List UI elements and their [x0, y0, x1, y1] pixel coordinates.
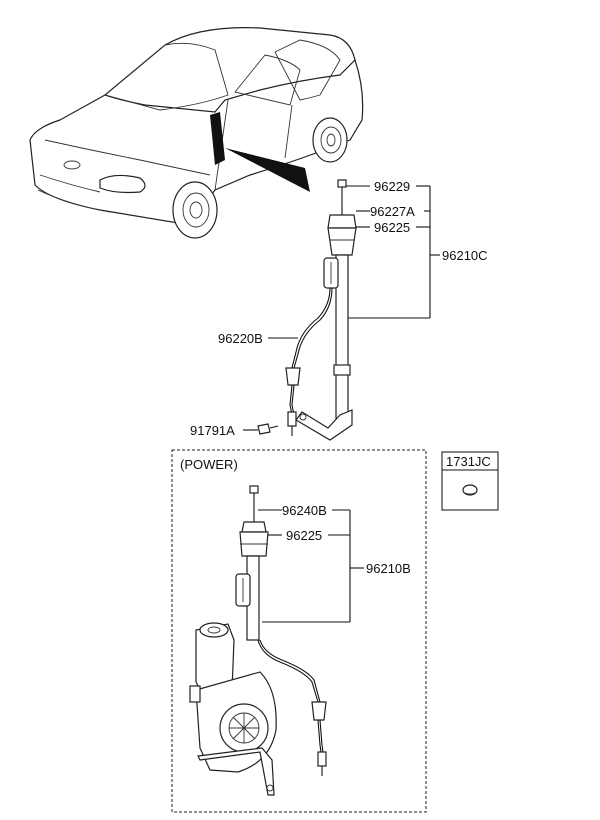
label-96229: 96229 [374, 179, 410, 194]
label-96210b: 96210B [366, 561, 411, 576]
label-96225-top: 96225 [374, 220, 410, 235]
label-power: (POWER) [180, 457, 238, 472]
label-1731jc: 1731JC [446, 454, 491, 469]
lower-leader-lines [258, 509, 364, 623]
power-antenna-assembly [189, 485, 327, 796]
label-96227a: 96227A [370, 204, 415, 219]
grommet-inset [441, 451, 499, 511]
upper-leader-lines [243, 185, 440, 431]
label-96210c: 96210C [442, 248, 488, 263]
manual-antenna-assembly [257, 179, 357, 441]
label-91791a: 91791A [190, 423, 235, 438]
label-96240b: 96240B [282, 503, 327, 518]
label-96220b: 96220B [218, 331, 263, 346]
label-96225-bottom: 96225 [286, 528, 322, 543]
power-antenna-box [171, 449, 427, 813]
car-illustration [29, 27, 364, 239]
